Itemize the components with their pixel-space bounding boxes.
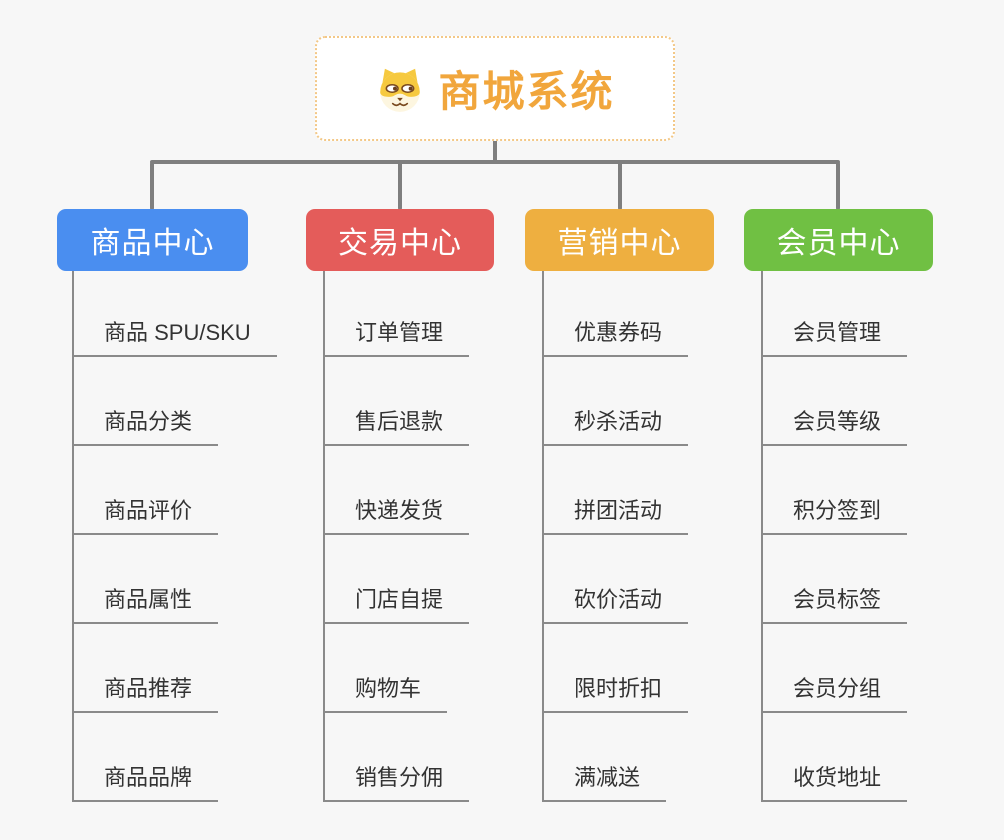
leaf-node[interactable]: 售后退款 [323,408,470,446]
root-title: 商城系统 [438,68,615,115]
leaf-node[interactable]: 商品评价 [72,497,219,535]
leaf-node[interactable]: 砍价活动 [542,586,689,624]
leaf-node[interactable]: 商品推荐 [72,675,219,713]
branch-node-product-center[interactable]: 商品中心 [57,209,248,271]
connector-stub-branch-1 [150,162,154,210]
leaf-node[interactable]: 秒杀活动 [542,408,689,446]
leaf-column-marketing: 优惠券码 秒杀活动 拼团活动 砍价活动 限时折扣 满减送 [542,271,822,802]
connector-column-line [72,271,74,802]
dog-face-icon [380,68,421,112]
branch-node-member-center[interactable]: 会员中心 [744,209,933,271]
connector-column-line [542,271,544,802]
leaf-node[interactable]: 积分签到 [761,497,908,535]
connector-horizontal-bar [150,160,840,164]
leaf-node[interactable]: 优惠券码 [542,319,689,357]
leaf-node[interactable]: 收货地址 [761,764,908,802]
branch-node-trade-center[interactable]: 交易中心 [306,209,494,271]
connector-column-line [323,271,325,802]
leaf-column-member: 会员管理 会员等级 积分签到 会员标签 会员分组 收货地址 [761,271,1004,802]
leaf-node[interactable]: 快递发货 [323,497,470,535]
leaf-node[interactable]: 会员管理 [761,319,908,357]
leaf-node[interactable]: 商品品牌 [72,764,219,802]
leaf-node[interactable]: 会员分组 [761,675,908,713]
branch-label: 商品中心 [90,227,215,260]
leaf-node[interactable]: 销售分佣 [323,764,470,802]
leaf-node[interactable]: 拼团活动 [542,497,689,535]
leaf-node[interactable]: 订单管理 [323,319,470,357]
leaf-node[interactable]: 商品属性 [72,586,219,624]
connector-column-line [761,271,763,802]
leaf-node[interactable]: 门店自提 [323,586,470,624]
connector-stub-branch-4 [836,162,840,210]
root-node[interactable]: 商城系统 [315,36,675,141]
branch-label: 交易中心 [338,227,462,260]
connector-root-stem [493,139,497,163]
branch-label: 会员中心 [776,227,901,260]
leaf-column-product: 商品 SPU/SKU 商品分类 商品评价 商品属性 商品推荐 商品品牌 [72,271,352,802]
leaf-node[interactable]: 会员等级 [761,408,908,446]
leaf-node[interactable]: 商品 SPU/SKU [72,319,277,357]
branch-label: 营销中心 [557,227,682,260]
connector-stub-branch-3 [618,162,622,210]
connector-stub-branch-2 [398,162,402,210]
leaf-node[interactable]: 购物车 [323,675,448,713]
leaf-column-trade: 订单管理 售后退款 快递发货 门店自提 购物车 销售分佣 [323,271,603,802]
leaf-node[interactable]: 满减送 [542,764,667,802]
branch-node-marketing-center[interactable]: 营销中心 [525,209,714,271]
leaf-node[interactable]: 会员标签 [761,586,908,624]
leaf-node[interactable]: 商品分类 [72,408,219,446]
leaf-node[interactable]: 限时折扣 [542,675,689,713]
